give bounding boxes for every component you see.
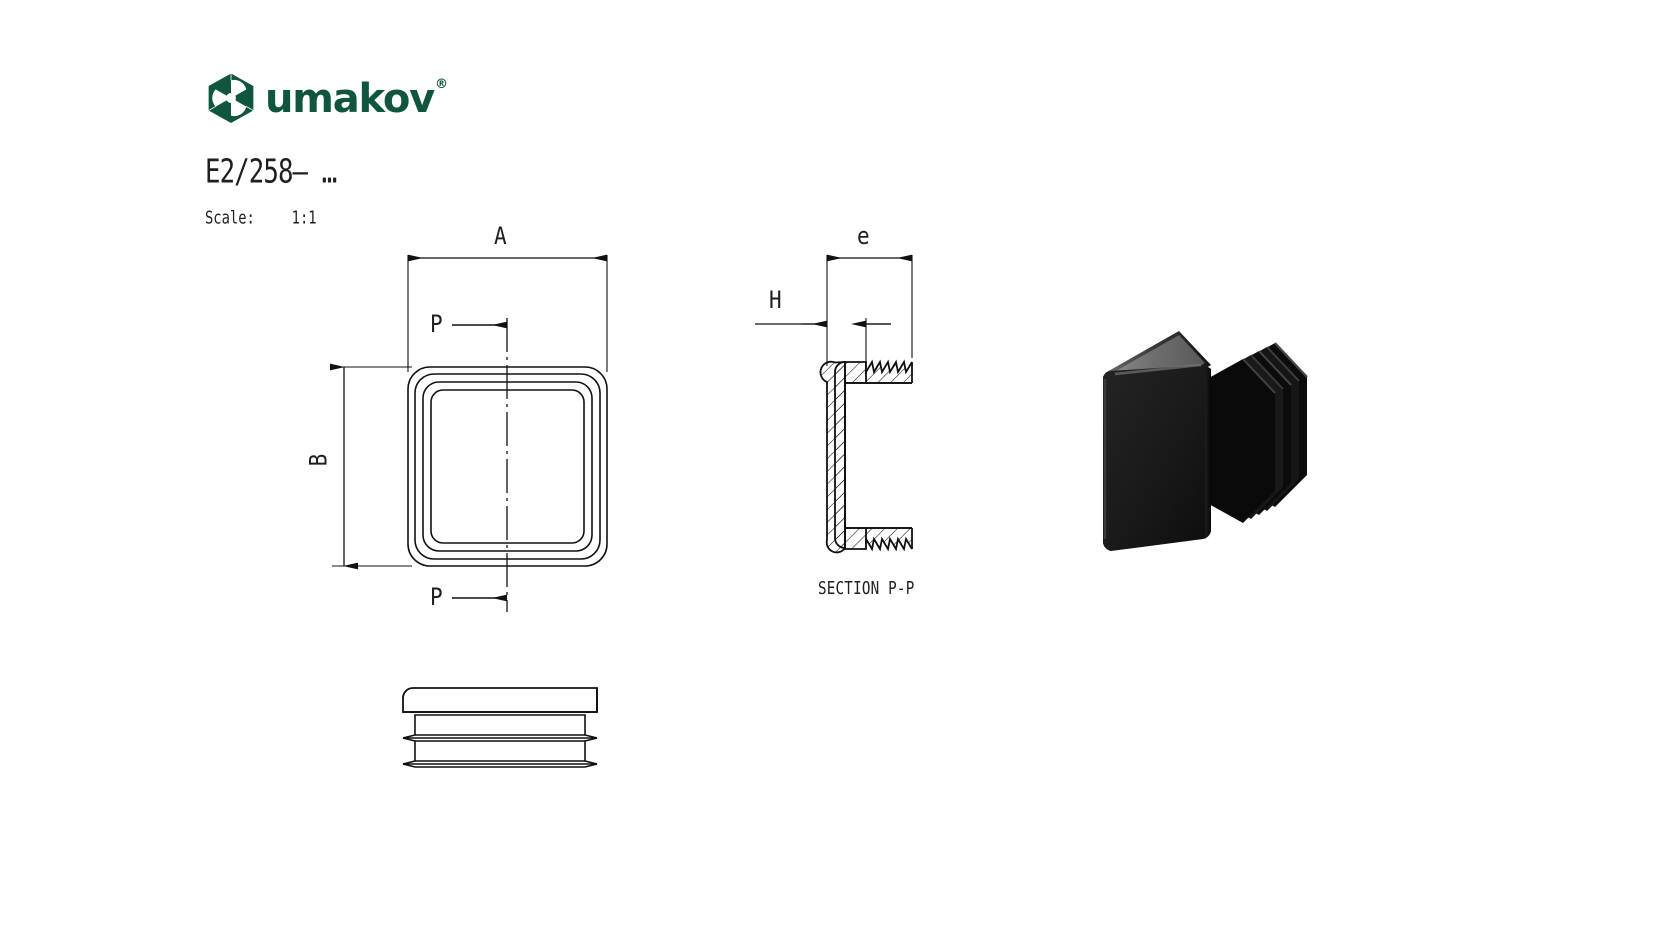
front-outline-2 [414,373,601,560]
render-front-face [1103,365,1211,551]
brand-wordmark: umakov [265,76,435,122]
section-label-p-bottom: P [430,583,443,611]
title-block: umakov ® E2/258– … Scale: 1:1 [205,72,765,228]
render-side-face [1205,365,1211,539]
side-rib-1 [414,714,586,736]
hexagon-y-logo-icon [208,73,254,123]
section-hatched-body [819,360,867,554]
section-label-p-top: P [430,310,443,338]
front-view [330,254,608,612]
scale-row: Scale: 1:1 [205,207,720,228]
section-teeth-bottom [865,535,913,552]
scale-label: Scale: [205,207,255,229]
scale-value: 1:1 [291,207,317,229]
render-body [1103,331,1308,551]
dimension-label-h: H [769,286,782,314]
dimension-label-e: e [857,222,870,250]
side-view [402,687,598,768]
front-outline-3 [422,381,593,552]
part-number: E2/258– … [205,152,337,191]
dimension-label-a: A [494,222,507,250]
front-outline-1 [407,366,608,567]
section-caption: SECTION P-P [818,577,915,599]
dimension-label-b: B [304,453,333,467]
section-teeth-top [865,359,913,376]
side-rib-2 [414,740,586,762]
front-outline-4 [430,389,585,544]
isometric-render [1103,331,1308,551]
brand-logo[interactable]: umakov ® [205,72,765,124]
registered-trademark-symbol: ® [435,76,449,92]
